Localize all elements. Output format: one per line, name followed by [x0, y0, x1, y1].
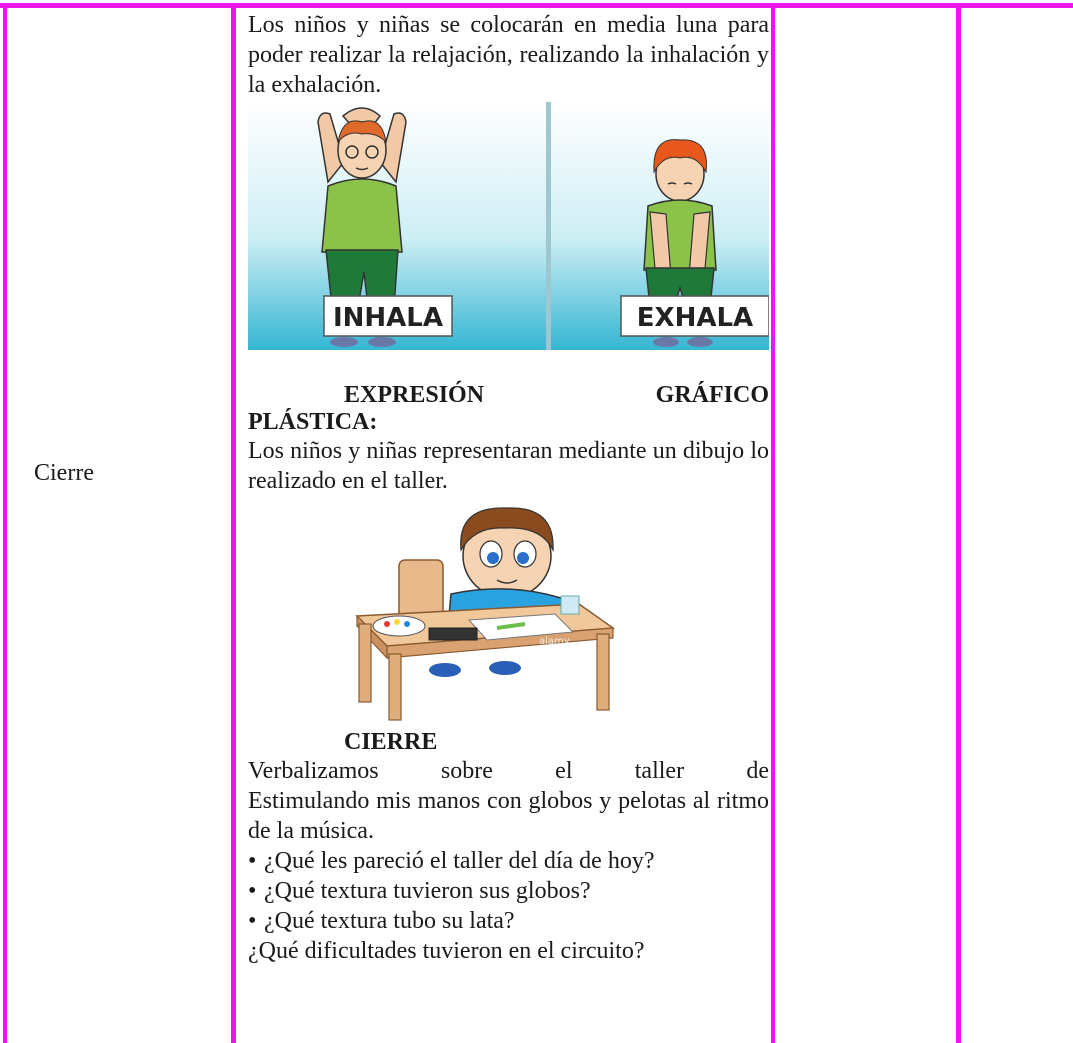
exhale-label-plate: [620, 295, 769, 337]
row-label-cierre: Cierre: [34, 460, 94, 486]
column-divider-1: [231, 3, 236, 1043]
heading-word-grafico: GRÁFICO: [655, 382, 769, 408]
alamy-watermark: alamy: [539, 636, 570, 647]
child-drawing-illustration: alamy: [329, 498, 619, 728]
list-item: ¿Qué les pareció el taller del día de ho…: [248, 846, 769, 876]
last-question: ¿Qué dificultades tuvieron en el circuit…: [248, 938, 645, 964]
list-item: ¿Qué textura tuvieron sus globos?: [248, 876, 769, 906]
activity-content-cell: Los niños y niñas se colocarán en media …: [248, 10, 769, 966]
inhale-label-plate: [323, 295, 453, 337]
exhale-boy-figure: [643, 139, 717, 347]
relaxation-paragraph: Los niños y niñas se colocarán en media …: [248, 12, 769, 98]
question-list: ¿Qué les pareció el taller del día de ho…: [248, 846, 769, 936]
breathing-image: INHALA EXHALA: [248, 102, 769, 350]
column-divider-2: [771, 3, 775, 1043]
heading-word-expresion: EXPRESIÓN: [344, 382, 485, 408]
drawing-paragraph: Los niños y niñas representaran mediante…: [248, 438, 769, 494]
inhale-label: INHALA: [333, 303, 443, 333]
child-drawing-image: alamy: [355, 507, 616, 721]
column-divider-3: [956, 3, 961, 1043]
inhale-boy-figure: [317, 107, 407, 347]
cierre-heading: CIERRE: [344, 729, 438, 755]
exhale-label: EXHALA: [637, 303, 753, 333]
list-item: ¿Qué textura tubo su lata?: [248, 906, 769, 936]
heading-word-plastica: PLÁSTICA:: [248, 409, 378, 435]
expresion-grafico-plastica-heading: EXPRESIÓN GRÁFICO PLÁSTICA:: [248, 382, 769, 436]
table-top-border: [0, 3, 1073, 8]
closing-paragraph-line1: Verbalizamos sobre el taller de: [248, 758, 769, 784]
breathing-illustration: INHALA EXHALA: [248, 102, 769, 350]
closing-paragraph-rest: Estimulando mis manos con globos y pelot…: [248, 788, 769, 844]
table-left-border: [3, 3, 7, 1043]
